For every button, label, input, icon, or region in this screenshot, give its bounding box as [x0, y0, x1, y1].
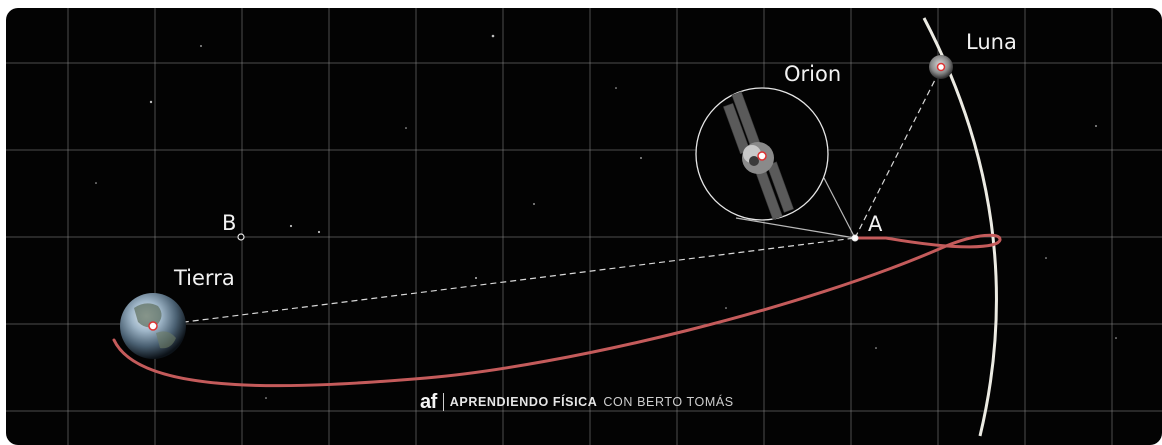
- moon-label: Luna: [966, 30, 1017, 54]
- point-a-label: A: [868, 212, 883, 236]
- footer-divider: [442, 393, 444, 411]
- stars: [95, 34, 1117, 399]
- point-b-marker: [237, 233, 245, 241]
- diagram-canvas: [6, 8, 1162, 445]
- point-a-marker: [851, 234, 859, 242]
- zoom-line-upper: [823, 177, 856, 239]
- a-to-moon-dashed-line: [854, 67, 942, 239]
- earth-to-a-dashed-line: [152, 237, 856, 327]
- footer-byline: CON BERTO TOMÁS: [603, 395, 734, 409]
- zoom-line-lower: [735, 217, 856, 239]
- af-logo: af: [420, 390, 437, 413]
- orion-label: Orion: [784, 62, 842, 86]
- grid: [6, 8, 1162, 445]
- moon-icon: [929, 55, 953, 79]
- guide-lines: [152, 67, 942, 327]
- point-b-label: B: [222, 211, 237, 235]
- earth-label: Tierra: [174, 266, 235, 290]
- footer-brand: APRENDIENDO FÍSICA: [449, 395, 598, 409]
- orion-trajectory-path: [112, 233, 1002, 388]
- earth-icon: [120, 293, 186, 359]
- footer-credit: af APRENDIENDO FÍSICA CON BERTO TOMÁS: [420, 391, 734, 413]
- space-diagram: Tierra Luna Orion A B af APRENDIENDO FÍS…: [6, 8, 1162, 445]
- moon-orbit-path: [922, 17, 998, 437]
- orion-spacecraft-icon: [695, 87, 829, 221]
